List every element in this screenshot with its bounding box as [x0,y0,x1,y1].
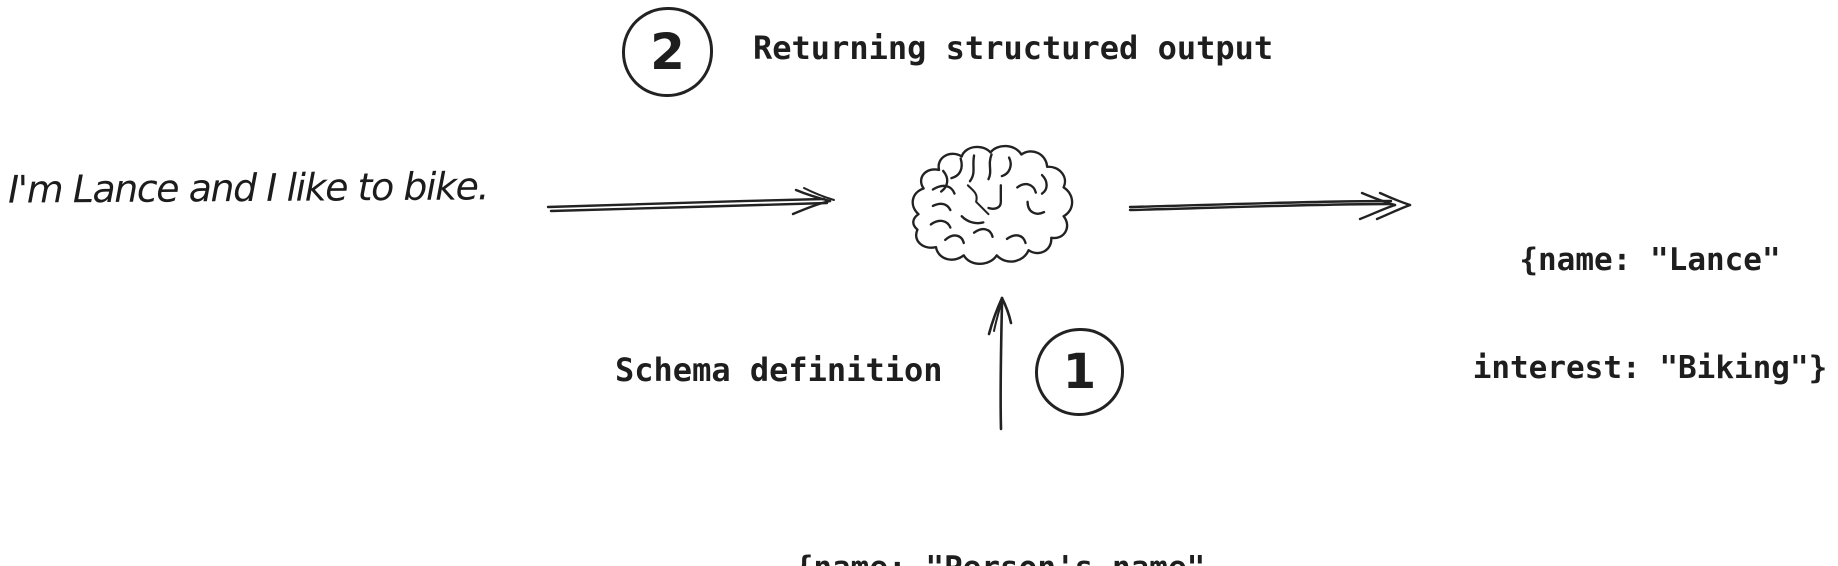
step-2-label: Returning structured output [753,29,1274,67]
step-2-badge: 2 [622,7,713,97]
schema-code-line-1: {name: "Person's name" [640,550,1360,566]
step-1-number: 1 [1062,344,1097,400]
step-2-number: 2 [650,23,685,81]
step-1-badge: 1 [1035,328,1124,416]
schema-code: {name: "Person's name" interest: "Person… [640,478,1360,566]
schema-to-model-arrow-icon [982,291,1018,431]
output-code-line-1: {name: "Lance" [1519,242,1781,278]
input-to-model-arrow-icon [545,186,850,218]
output-code-line-2: interest: "Biking"} [1472,350,1828,386]
output-code: {name: "Lance" interest: "Biking"} [1460,170,1838,458]
input-message: I'm Lance and I like to bike. [7,164,489,212]
schema-definition-label: Schema definition [615,351,943,389]
model-to-output-arrow-icon [1128,190,1423,222]
brain-icon [902,142,1077,274]
